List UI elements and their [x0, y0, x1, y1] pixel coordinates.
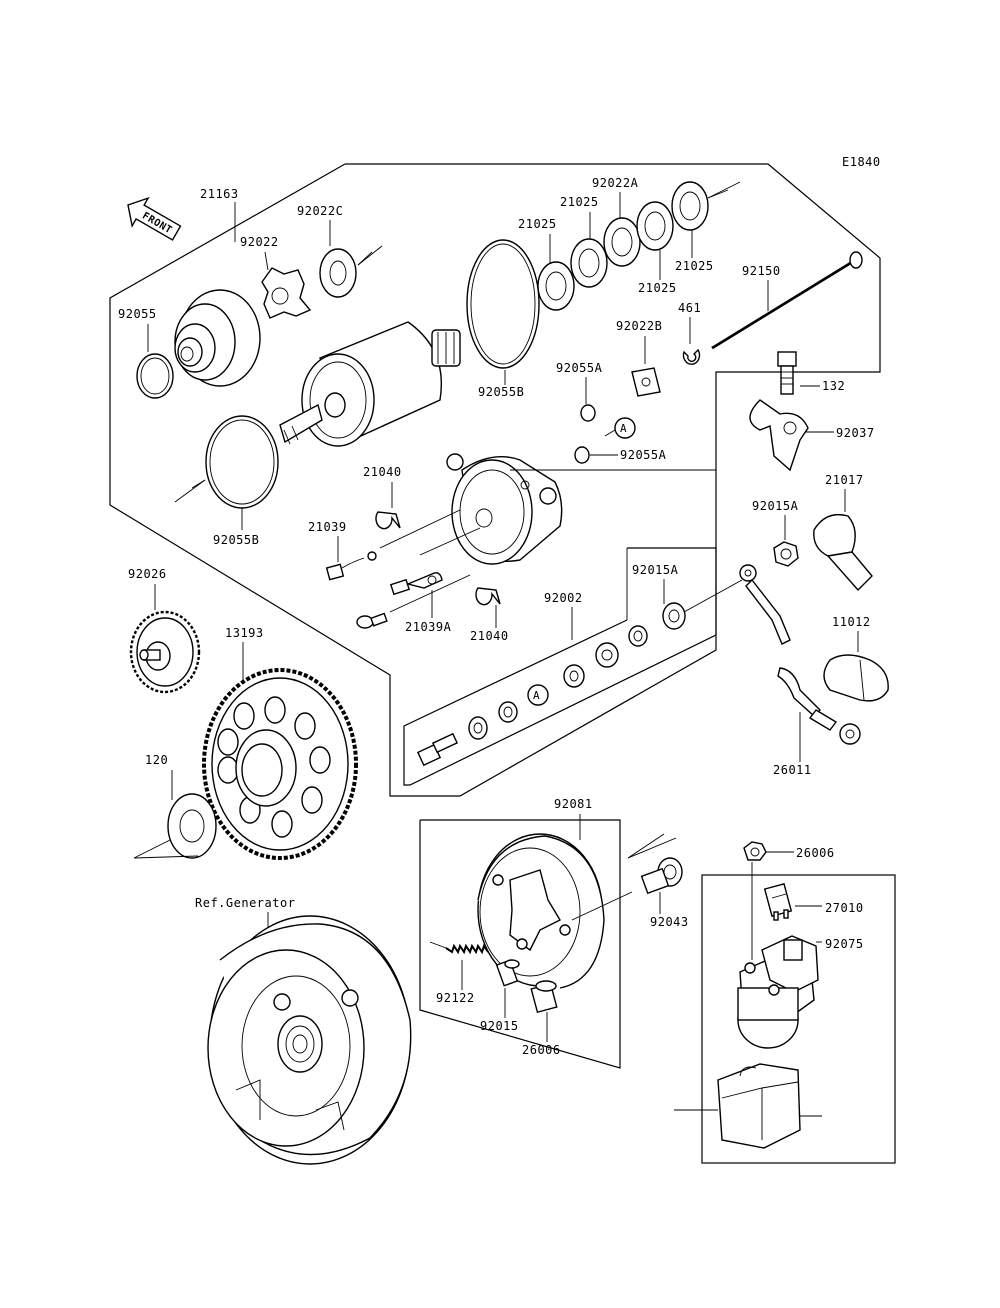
front-cover-part [446, 453, 716, 565]
ref-mark-a-top [614, 417, 636, 439]
through-bolt-92150 [711, 251, 863, 350]
starter-clutch-gear-16085 [202, 668, 358, 860]
part-label-16085: 13193 [225, 626, 264, 640]
ref-mark-a-bottom [527, 684, 549, 706]
part-label-92150: 92150 [742, 264, 781, 278]
part-label-92122: 26006 [522, 1043, 561, 1057]
washer-92022A [603, 217, 641, 267]
diagram-code: E1840 [842, 155, 881, 169]
ref-generator-label: Ref.Generator [195, 896, 295, 910]
relay-boot-92075 [717, 1063, 801, 1149]
relay-group-outline [701, 874, 896, 1164]
terminal-cap-11012 [823, 654, 889, 702]
washer-92026 [167, 793, 217, 859]
plunger-92043 [495, 959, 520, 987]
o-ring-92055 [136, 353, 174, 399]
part-label-92002: 92002 [544, 591, 583, 605]
starter-group-outline [109, 163, 881, 797]
part-label-92022B: 92022B [616, 319, 662, 333]
part-label-92015: 26006 [796, 846, 835, 860]
part-label-92022C: 92022C [297, 204, 343, 218]
part-label-26006-a: 27010 [825, 901, 864, 915]
motor-yoke-part [279, 321, 461, 447]
bolt-132 [777, 351, 797, 395]
front-arrow-icon: FRONT [127, 196, 182, 241]
o-ring-92055A-small-2 [574, 446, 590, 464]
washer-21025-1 [537, 261, 575, 311]
part-label-92055B-left: 92055B [213, 533, 259, 547]
part-label-11012: 11012 [832, 615, 871, 629]
spring-92081 [445, 943, 489, 955]
roller-92122 [530, 980, 558, 1014]
brush-spring-21040-top [375, 511, 401, 530]
brush-spring-21040-bottom [475, 587, 501, 606]
o-ring-92055A-small-1 [580, 404, 596, 422]
washer-21025-4 [671, 181, 709, 231]
part-label-26011: 26011 [773, 763, 812, 777]
part-label-21039A: 21039A [405, 620, 452, 634]
bolt-kit-outline [403, 547, 717, 786]
washer-21025-3 [636, 201, 674, 251]
brush-21039 [325, 551, 377, 581]
part-label-21039: 21039 [308, 520, 347, 534]
part-label-21017: 21017 [825, 473, 864, 487]
part-label-92055: 92055 [118, 307, 157, 321]
part-label-92055A-top: 92055A [556, 361, 603, 375]
terminal-bolt-stack [416, 602, 686, 767]
part-label-92055B-top: 92055B [478, 385, 524, 399]
lock-washer-92022 [261, 267, 312, 319]
part-label-21163: 21163 [200, 187, 239, 201]
part-label-92015A-top: 92015A [752, 499, 799, 513]
part-label-92015A-bottom: 92015A [632, 563, 679, 577]
part-label-21025-a: 21025 [560, 195, 599, 209]
circlip-461 [682, 348, 701, 365]
starter-relay-26006 [737, 935, 819, 1049]
fuse-26006 [763, 883, 793, 921]
o-ring-92055B-left [205, 415, 279, 509]
part-label-92022: 92022 [240, 235, 279, 249]
ref-mark-a-bottom-letter: A [533, 689, 540, 702]
screw-brush [356, 612, 388, 629]
part-label-21025-b: 21025 [518, 217, 557, 231]
o-ring-92055B-top [466, 239, 540, 369]
part-label-92022A: 92022A [592, 176, 639, 190]
bracket-92037 [749, 399, 809, 472]
part-label-92026: 120 [145, 753, 168, 767]
part-label-21040-top: 21040 [363, 465, 402, 479]
generator-rotor-ref [207, 915, 412, 1165]
part-label-13193: 92081 [554, 797, 593, 811]
part-label-461: 461 [678, 301, 701, 315]
part-label-92081: 92122 [436, 991, 475, 1005]
ref-mark-a-top-letter: A [620, 422, 627, 435]
brush-holder-21039A [389, 572, 443, 596]
nut-92015 [743, 841, 767, 861]
rear-cover-part [174, 289, 261, 387]
part-label-21025-d: 21025 [675, 259, 714, 273]
washer-92022C [319, 248, 357, 298]
idler-gear-39076 [129, 610, 201, 694]
bolt-120 [640, 857, 683, 895]
part-label-21040-bottom: 21040 [470, 629, 509, 643]
part-label-92037: 92037 [836, 426, 875, 440]
washer-21025-2 [570, 238, 608, 288]
plate-92022B [631, 367, 661, 397]
clutch-group-outline [419, 819, 621, 1069]
part-label-92055A-right: 92055A [620, 448, 667, 462]
starter-cable-26011 [739, 564, 861, 745]
part-label-39076: 92026 [128, 567, 167, 581]
part-label-132: 132 [822, 379, 845, 393]
part-label-120: 92043 [650, 915, 689, 929]
part-label-26006-b: 92075 [825, 937, 864, 951]
part-label-21025-c: 21025 [638, 281, 677, 295]
terminal-cap-21017 [813, 513, 873, 592]
part-label-92043: 92015 [480, 1019, 519, 1033]
nut-92015A [773, 541, 799, 567]
